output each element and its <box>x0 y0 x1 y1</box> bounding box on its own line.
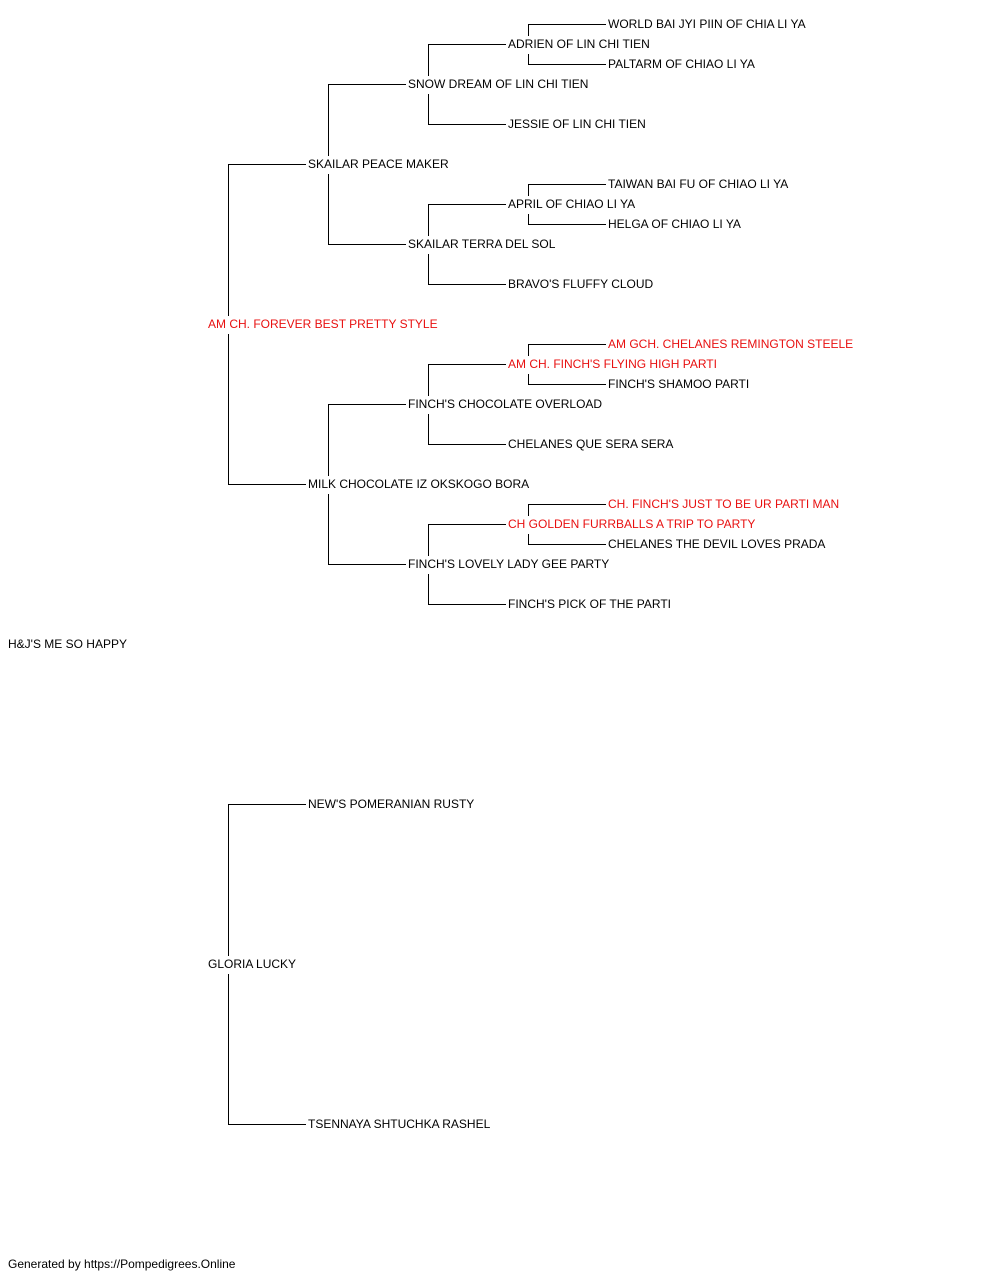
dog-sire-dam-dam[interactable]: FINCH'S LOVELY LADY GEE PARTY <box>408 557 611 571</box>
connector-line <box>428 574 506 605</box>
dog-sire-sire-sire-sire[interactable]: ADRIEN OF LIN CHI TIEN <box>508 37 651 51</box>
connector-line <box>428 204 506 236</box>
connector-line <box>528 184 606 196</box>
dog-sire-dam-sire-sire-sire[interactable]: AM GCH. CHELANES REMINGTON STEELE <box>608 337 855 351</box>
dog-sire-sire-sire[interactable]: SNOW DREAM OF LIN CHI TIEN <box>408 77 590 91</box>
connector-line <box>228 334 306 485</box>
dog-sire-dam-dam-sire-dam[interactable]: CHELANES THE DEVIL LOVES PRADA <box>608 537 827 551</box>
dog-dam-dam[interactable]: TSENNAYA SHTUCHKA RASHEL <box>308 1117 492 1131</box>
connector-line <box>428 44 506 76</box>
dog-dam[interactable]: GLORIA LUCKY <box>208 957 298 971</box>
dog-sire-dam-dam-dam[interactable]: FINCH'S PICK OF THE PARTI <box>508 597 672 611</box>
dog-sire-dam-sire-sire[interactable]: AM CH. FINCH'S FLYING HIGH PARTI <box>508 357 718 371</box>
footer-credit: Generated by https://Pompedigrees.Online <box>8 1257 236 1271</box>
connector-line <box>228 804 306 956</box>
dog-sire-sire-dam-sire-sire[interactable]: TAIWAN BAI FU OF CHIAO LI YA <box>608 177 790 191</box>
dog-sire-sire-sire-dam[interactable]: JESSIE OF LIN CHI TIEN <box>508 117 647 131</box>
connector-line <box>428 364 506 396</box>
dog-sire-sire-sire-sire-dam[interactable]: PALTARM OF CHIAO LI YA <box>608 57 756 71</box>
connector-line <box>228 974 306 1125</box>
dog-sire-sire-dam-sire[interactable]: APRIL OF CHIAO LI YA <box>508 197 637 211</box>
connector-line <box>428 414 506 445</box>
dog-sire-dam-sire[interactable]: FINCH'S CHOCOLATE OVERLOAD <box>408 397 604 411</box>
connector-line <box>528 534 606 545</box>
connector-line <box>528 24 606 36</box>
connector-line <box>428 254 506 285</box>
connector-line <box>528 374 606 385</box>
connector-line <box>428 524 506 556</box>
dog-subject[interactable]: H&J'S ME SO HAPPY <box>8 637 128 651</box>
dog-sire-dam-dam-sire[interactable]: CH GOLDEN FURRBALLS A TRIP TO PARTY <box>508 517 757 531</box>
dog-sire-sire-dam[interactable]: SKAILAR TERRA DEL SOL <box>408 237 557 251</box>
connector-line <box>228 164 306 316</box>
connector-line <box>328 494 406 565</box>
connector-line <box>528 54 606 65</box>
dog-sire[interactable]: AM CH. FOREVER BEST PRETTY STYLE <box>208 317 439 331</box>
dog-sire-dam-sire-sire-dam[interactable]: FINCH'S SHAMOO PARTI <box>608 377 751 391</box>
dog-sire-sire-dam-sire-dam[interactable]: HELGA OF CHIAO LI YA <box>608 217 742 231</box>
connector-line <box>528 504 606 516</box>
connector-line <box>528 344 606 356</box>
dog-sire-dam-sire-dam[interactable]: CHELANES QUE SERA SERA <box>508 437 675 451</box>
dog-sire-sire[interactable]: SKAILAR PEACE MAKER <box>308 157 450 171</box>
dog-sire-sire-sire-sire-sire[interactable]: WORLD BAI JYI PIIN OF CHIA LI YA <box>608 17 807 31</box>
dog-dam-sire[interactable]: NEW'S POMERANIAN RUSTY <box>308 797 476 811</box>
connector-line <box>328 174 406 245</box>
dog-sire-dam-dam-sire-sire[interactable]: CH. FINCH'S JUST TO BE UR PARTI MAN <box>608 497 841 511</box>
connector-line <box>528 214 606 225</box>
dog-sire-dam[interactable]: MILK CHOCOLATE IZ OKSKOGO BORA <box>308 477 531 491</box>
connector-line <box>328 404 406 476</box>
connector-line <box>328 84 406 156</box>
connector-line <box>428 94 506 125</box>
dog-sire-sire-dam-dam[interactable]: BRAVO'S FLUFFY CLOUD <box>508 277 655 291</box>
